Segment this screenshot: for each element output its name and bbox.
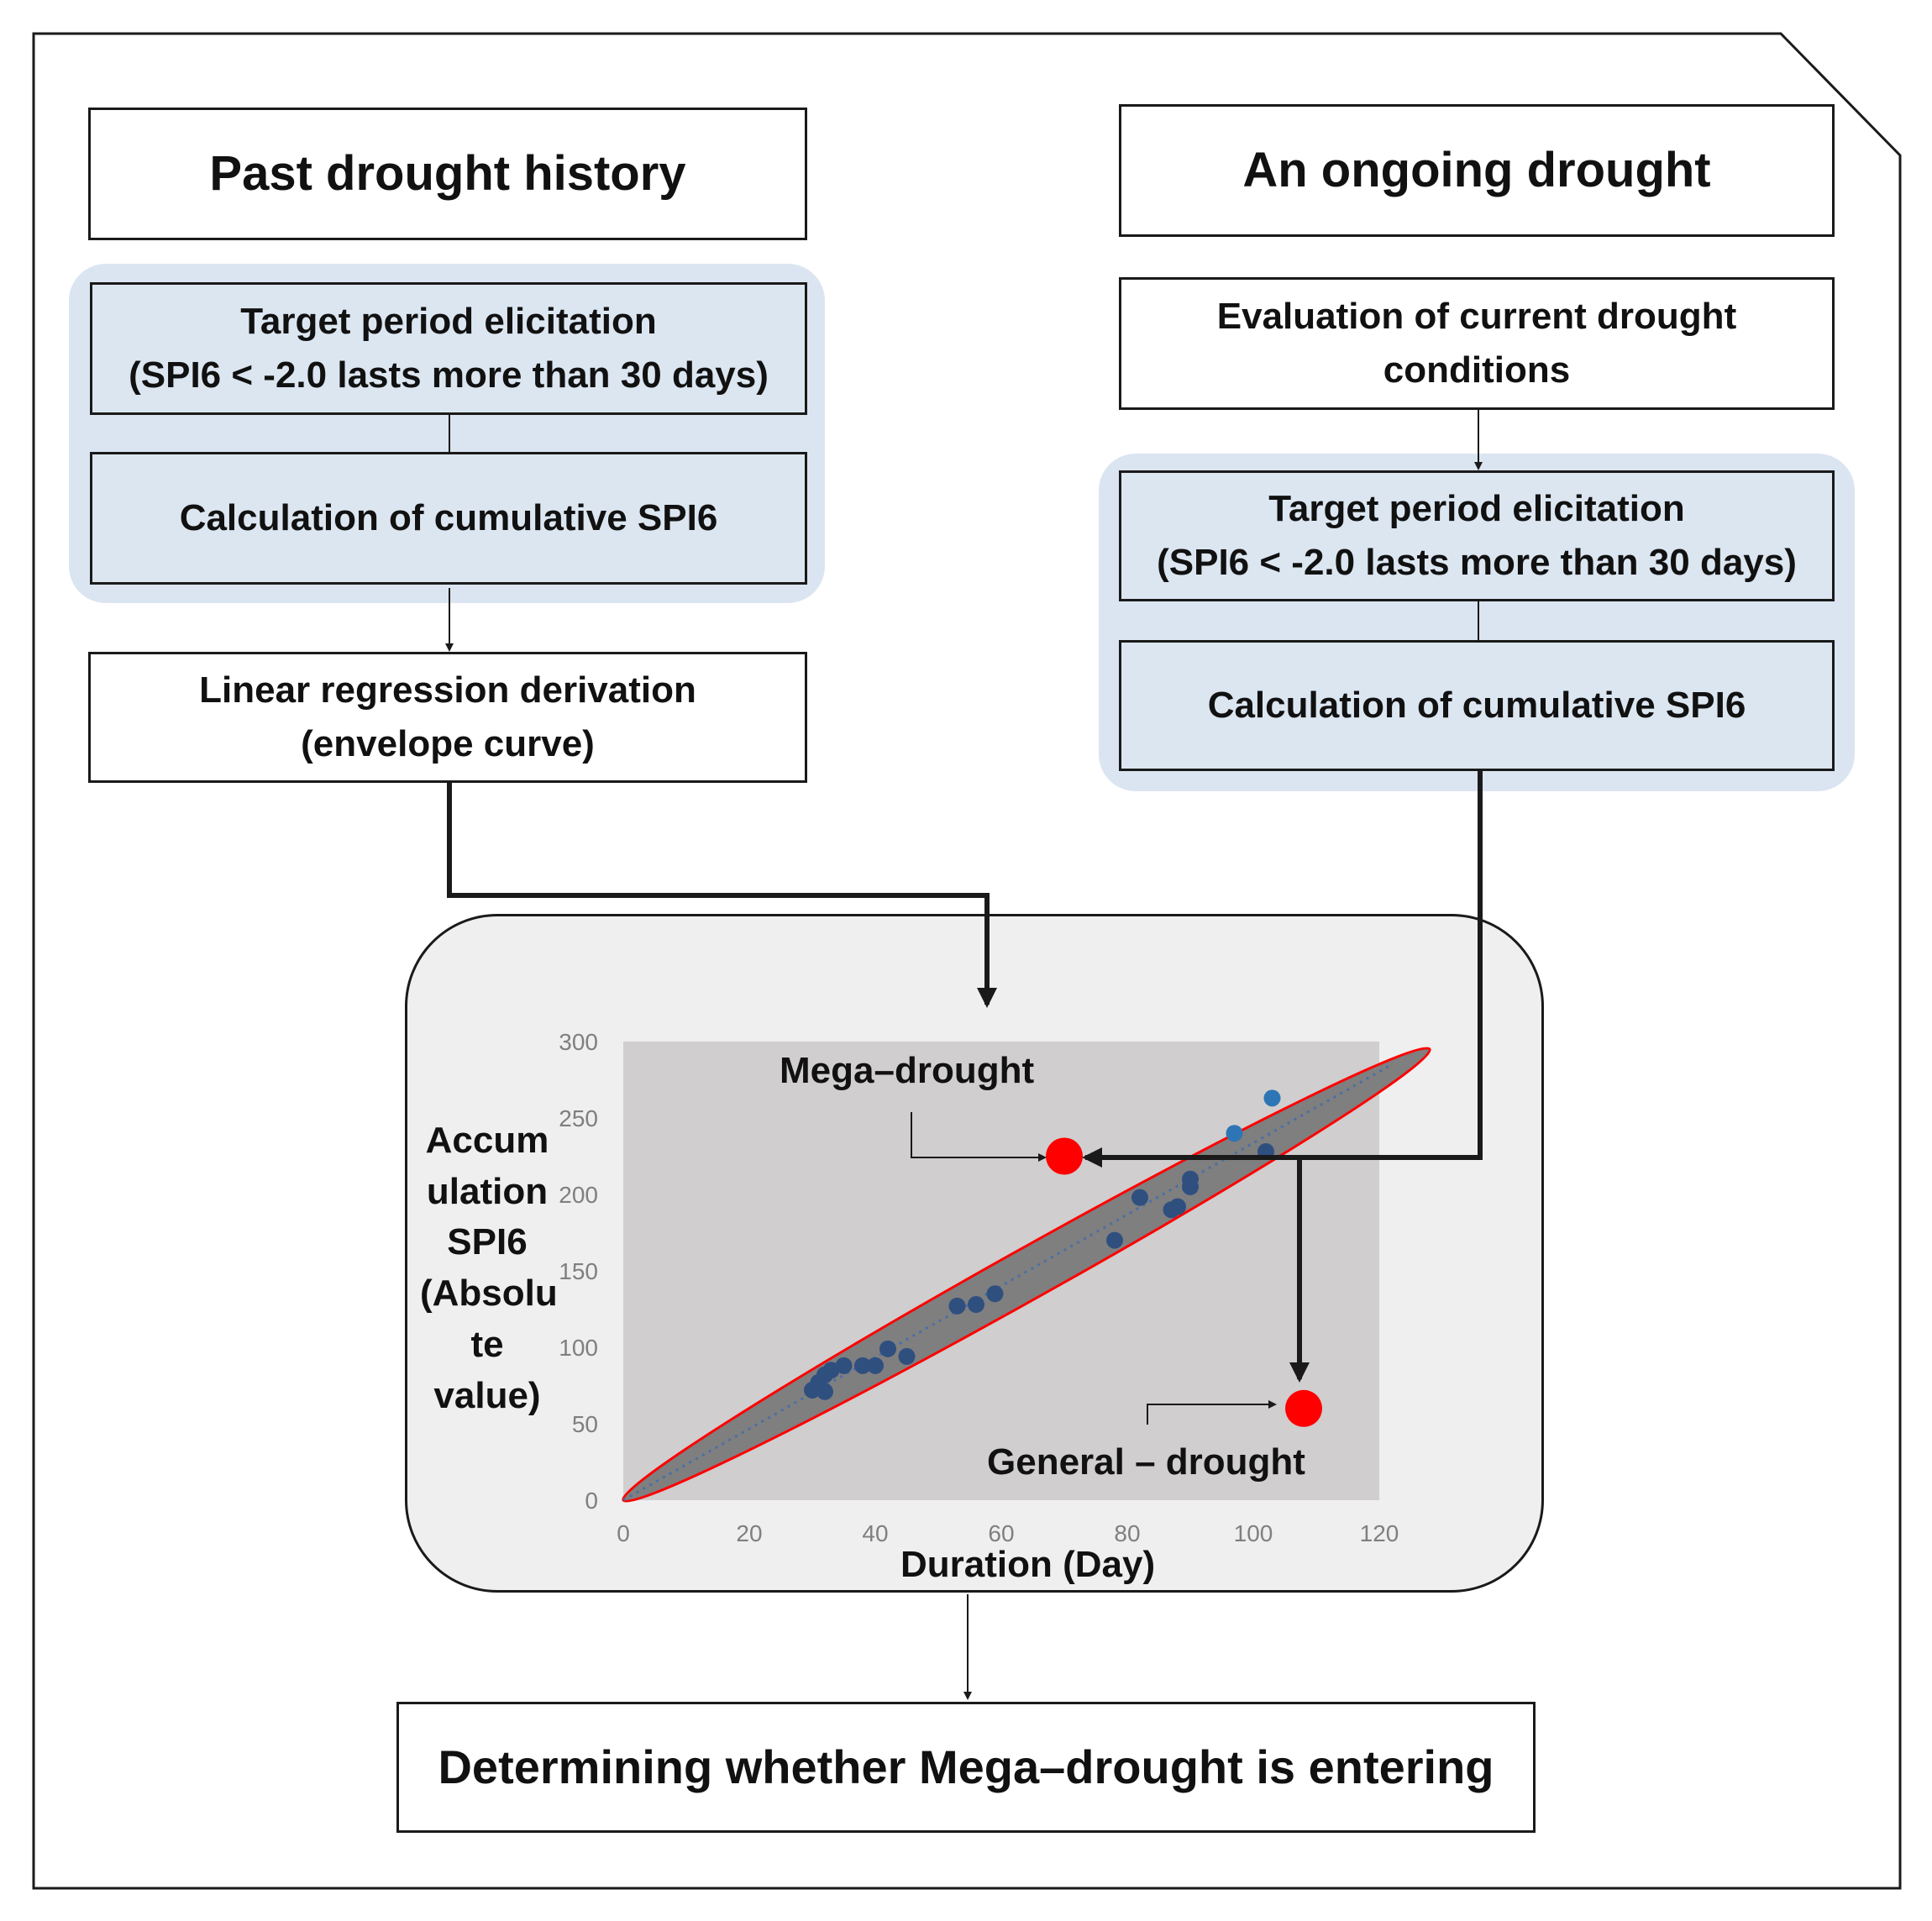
y-axis-label-line: (Absolu xyxy=(420,1273,558,1315)
annotation-point xyxy=(1046,1137,1083,1175)
y-axis-label-line: value) xyxy=(433,1374,541,1416)
mega-drought-determination-text: Determining whether Mega–drought is ente… xyxy=(438,1740,1494,1794)
y-axis-label-line: Accum xyxy=(425,1120,549,1161)
evaluation-line1: Evaluation of current drought xyxy=(1216,296,1737,338)
right-cumulative-spi6-box: Calculation of cumulative SPI6 xyxy=(1119,640,1835,771)
y-tick-label: 50 xyxy=(572,1411,598,1437)
left-target-period-line1: Target period elicitation xyxy=(240,301,657,343)
evaluation-current-conditions-box: Evaluation of current drought conditions xyxy=(1119,277,1835,410)
data-point xyxy=(854,1357,871,1374)
mega-drought-leader xyxy=(911,1112,1047,1162)
x-tick-label: 40 xyxy=(862,1520,888,1546)
y-axis-label-line: te xyxy=(470,1323,504,1365)
data-point xyxy=(1263,1089,1281,1107)
data-point xyxy=(822,1362,840,1379)
left-cumulative-spi6-text: Calculation of cumulative SPI6 xyxy=(179,497,718,539)
general-drought-label: General – drought xyxy=(987,1441,1305,1483)
annotation-point xyxy=(1285,1389,1322,1427)
mega-drought-determination-box: Determining whether Mega–drought is ente… xyxy=(396,1702,1536,1833)
linear-regression-box: Linear regression derivation (envelope c… xyxy=(88,652,807,783)
data-point xyxy=(948,1297,966,1315)
left-target-period-line2: (SPI6 < -2.0 lasts more than 30 days) xyxy=(129,354,769,396)
right-target-period-line2: (SPI6 < -2.0 lasts more than 30 days) xyxy=(1157,542,1797,583)
x-tick-label: 20 xyxy=(736,1520,762,1546)
data-point xyxy=(816,1383,833,1400)
mega-drought-label: Mega–drought xyxy=(780,1050,1035,1091)
data-point xyxy=(1131,1189,1148,1206)
ongoing-drought-header: An ongoing drought xyxy=(1119,104,1835,237)
ongoing-to-mega-arrow xyxy=(1082,771,1483,1168)
data-point xyxy=(1106,1231,1123,1249)
data-point xyxy=(1169,1198,1186,1215)
past-drought-history-header: Past drought history xyxy=(88,108,807,240)
x-tick-label: 0 xyxy=(617,1520,630,1546)
evaluation-line2: conditions xyxy=(1383,349,1571,391)
data-point xyxy=(879,1340,896,1357)
data-point xyxy=(867,1357,884,1374)
y-tick-label: 300 xyxy=(559,1029,598,1055)
y-tick-label: 0 xyxy=(585,1488,598,1514)
data-point xyxy=(835,1357,853,1374)
x-axis-label: Duration (Day) xyxy=(900,1544,1156,1585)
y-tick-label: 100 xyxy=(559,1335,598,1361)
right-cumulative-spi6-text: Calculation of cumulative SPI6 xyxy=(1207,685,1746,727)
left-target-period-box: Target period elicitation (SPI6 < -2.0 l… xyxy=(90,282,807,415)
data-point xyxy=(968,1296,984,1314)
linear-regression-line2: (envelope curve) xyxy=(301,723,595,764)
linear-regression-line1: Linear regression derivation xyxy=(199,669,696,711)
data-point xyxy=(986,1285,1004,1303)
left-cumulative-spi6-box: Calculation of cumulative SPI6 xyxy=(90,452,807,585)
x-tick-label: 120 xyxy=(1360,1520,1399,1546)
right-target-period-line1: Target period elicitation xyxy=(1268,488,1685,530)
y-axis-label: Accum ulation SPI6 (Absolu te value) xyxy=(420,1115,558,1421)
y-tick-label: 150 xyxy=(559,1258,598,1284)
data-point xyxy=(1182,1170,1199,1188)
y-axis-label-line: SPI6 xyxy=(447,1221,528,1263)
data-point xyxy=(1226,1125,1243,1142)
right-target-period-box: Target period elicitation (SPI6 < -2.0 l… xyxy=(1119,470,1835,601)
regression-to-chart-arrow xyxy=(447,783,997,1008)
past-drought-history-text: Past drought history xyxy=(209,145,686,201)
ongoing-drought-text: An ongoing drought xyxy=(1242,142,1711,197)
general-drought-leader xyxy=(1147,1400,1277,1425)
x-tick-label: 60 xyxy=(988,1520,1014,1546)
x-tick-label: 100 xyxy=(1234,1520,1273,1546)
data-point xyxy=(898,1347,916,1365)
y-tick-label: 250 xyxy=(559,1105,598,1131)
y-tick-label: 200 xyxy=(559,1182,598,1208)
y-axis-label-line: ulation xyxy=(426,1170,549,1212)
x-tick-label: 80 xyxy=(1114,1520,1140,1546)
